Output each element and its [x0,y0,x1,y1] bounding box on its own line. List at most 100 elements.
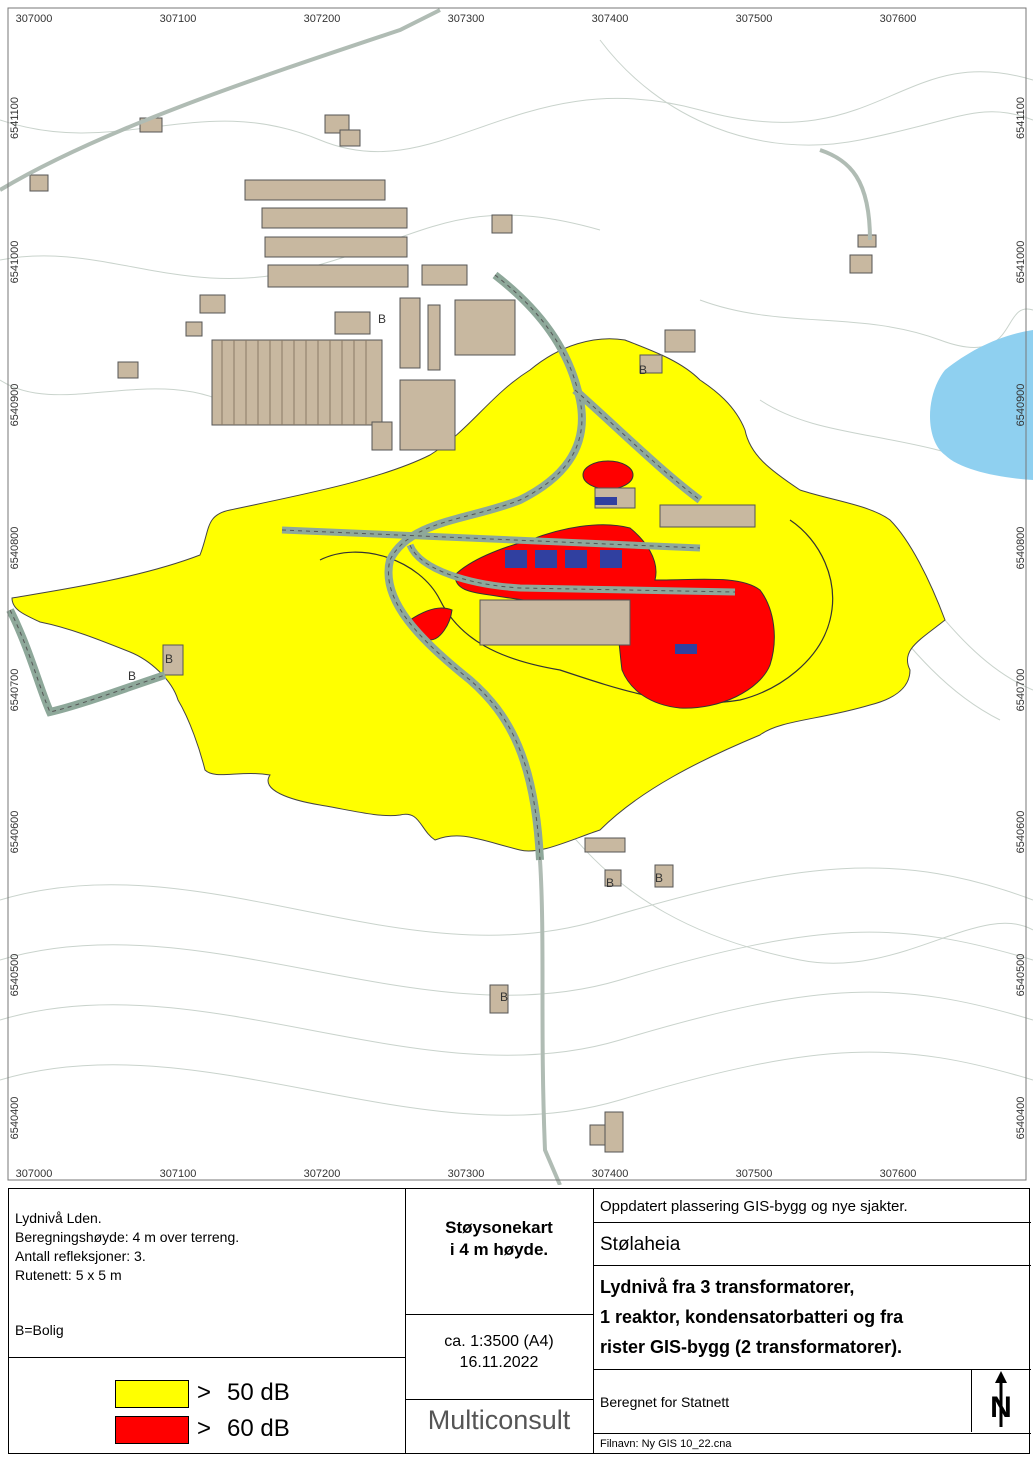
divider [9,1357,405,1358]
client-note: Beregnet for Statnett [600,1394,730,1410]
y-tick-right: 6540400 [1015,1097,1027,1140]
x-tick-bottom: 307300 [448,1168,485,1180]
transformer-symbols [505,497,697,654]
file-name: Filnavn: Ny GIS 10_22.cna [600,1438,732,1450]
building [371,421,393,451]
y-tick-left: 6540900 [9,384,21,427]
x-tick-top: 307100 [160,13,197,25]
x-tick-bottom: 307500 [736,1168,773,1180]
x-tick-bottom: 307200 [304,1168,341,1180]
building [399,379,456,451]
legend-label-50db: 50 dB [227,1379,290,1406]
y-tick-right: 6540900 [1015,384,1027,427]
legend-swatch-60db [115,1416,189,1444]
map-title: Støysonekart i 4 m høyde. [405,1217,593,1261]
y-tick-left: 6541100 [9,97,21,139]
dwelling-marker: B [128,669,136,683]
y-tick-left: 6540600 [9,811,21,854]
building [334,311,371,335]
x-tick-bottom: 307600 [880,1168,917,1180]
divider [593,1369,1031,1370]
building [654,864,674,888]
building [185,321,203,337]
x-tick-bottom: 307400 [592,1168,629,1180]
noise-zone-60db-north [582,460,634,490]
building [339,129,361,147]
calc-notes: Lydnivå Lden. Beregningshøyde: 4 m over … [15,1209,239,1285]
y-tick-right: 6540600 [1015,811,1027,854]
note-height: Beregningshøyde: 4 m over terreng. [15,1229,240,1245]
noise-zone-map[interactable]: B B B B B B B 307000 307100 307200 30730… [0,0,1033,1185]
north-letter: N [990,1391,1012,1424]
y-tick-right: 6540700 [1015,669,1027,712]
scale-date: ca. 1:3500 (A4) 16.11.2022 [405,1331,593,1373]
divider [971,1369,972,1432]
divider [405,1189,406,1453]
note-lden: Lydnivå Lden. [15,1210,102,1226]
building [604,869,622,887]
building [659,504,756,528]
dwelling-marker: B [165,652,173,666]
place-name: Stølaheia [600,1234,681,1255]
building [454,299,516,356]
y-tick-left: 6540800 [9,527,21,570]
x-tick-top: 307600 [880,13,917,25]
building [261,207,408,229]
divider [593,1189,594,1453]
divider [405,1314,593,1315]
x-tick-top: 307200 [304,13,341,25]
building [211,339,383,426]
divider [405,1399,593,1400]
building [324,114,350,134]
building [639,354,663,374]
y-tick-right: 6541100 [1015,97,1027,139]
x-tick-top: 307000 [16,13,53,25]
dwelling-marker: B [500,990,508,1004]
building [664,329,696,353]
map-title-line2: i 4 m høyde. [449,1240,549,1259]
dwelling-marker: B [606,876,614,890]
building [421,264,468,286]
map-scale: ca. 1:3500 (A4) [444,1333,554,1350]
legend-symbol-50db: > [197,1379,212,1406]
legend-label-60db: 60 dB [227,1415,290,1442]
building [399,297,421,369]
note-bolig: B=Bolig [15,1322,64,1338]
building [267,264,409,288]
legend-symbol-60db: > [197,1415,212,1442]
update-note: Oppdatert plassering GIS-bygg og nye sja… [600,1198,908,1215]
divider [593,1222,1031,1223]
divider [593,1265,1031,1266]
description-line3: rister GIS-bygg (2 transformatorer). [600,1337,903,1357]
building [489,984,509,1014]
x-tick-top: 307500 [736,13,773,25]
y-tick-left: 6540400 [9,1097,21,1140]
map-title-line1: Støysonekart [445,1218,553,1237]
y-tick-left: 6540700 [9,669,21,712]
y-tick-left: 6540500 [9,954,21,997]
y-tick-left: 6541000 [9,241,21,284]
building [604,1111,624,1153]
dwelling-marker: B [639,363,647,377]
legend-swatch-50db [115,1380,189,1408]
description-line1: Lydnivå fra 3 transformatorer, [600,1277,855,1297]
north-arrow-icon: N [971,1369,1031,1433]
building [264,236,408,258]
note-grid: Rutenett: 5 x 5 m [15,1267,122,1283]
building [479,599,631,646]
dwelling-marker: B [378,312,386,326]
building [244,179,386,201]
lake [930,330,1033,480]
x-tick-bottom: 307100 [160,1168,197,1180]
building [199,294,226,314]
x-tick-top: 307300 [448,13,485,25]
y-tick-right: 6541000 [1015,241,1027,284]
note-reflections: Antall refleksjoner: 3. [15,1248,146,1264]
building [491,214,513,234]
building [29,174,49,192]
building [584,837,626,853]
y-tick-right: 6540500 [1015,954,1027,997]
building [849,254,873,274]
building [427,304,441,371]
description-line2: 1 reaktor, kondensatorbatteri og fra [600,1307,904,1327]
